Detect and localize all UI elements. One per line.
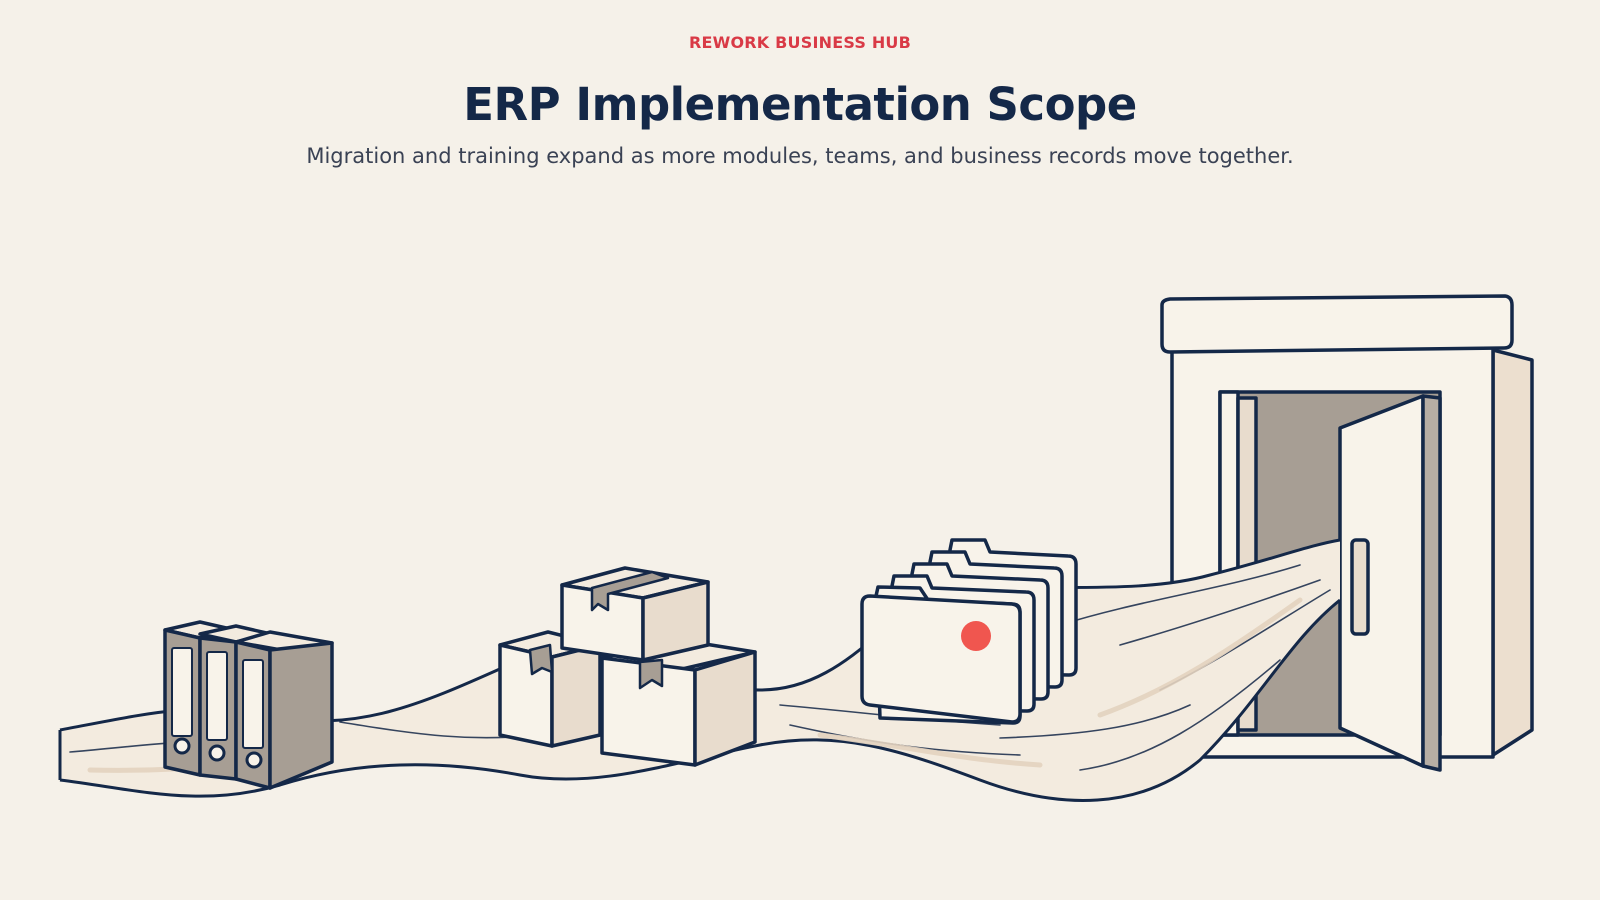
binders-icon (163, 620, 334, 790)
page-title: ERP Implementation Scope (463, 78, 1137, 131)
page-subtitle: Migration and training expand as more mo… (306, 144, 1294, 168)
boxes-icon (498, 566, 757, 767)
folders-icon (860, 538, 1078, 725)
brand-eyebrow: REWORK BUSINESS HUB (688, 33, 912, 52)
door-icon (1160, 294, 1534, 772)
status-dot (961, 621, 991, 651)
